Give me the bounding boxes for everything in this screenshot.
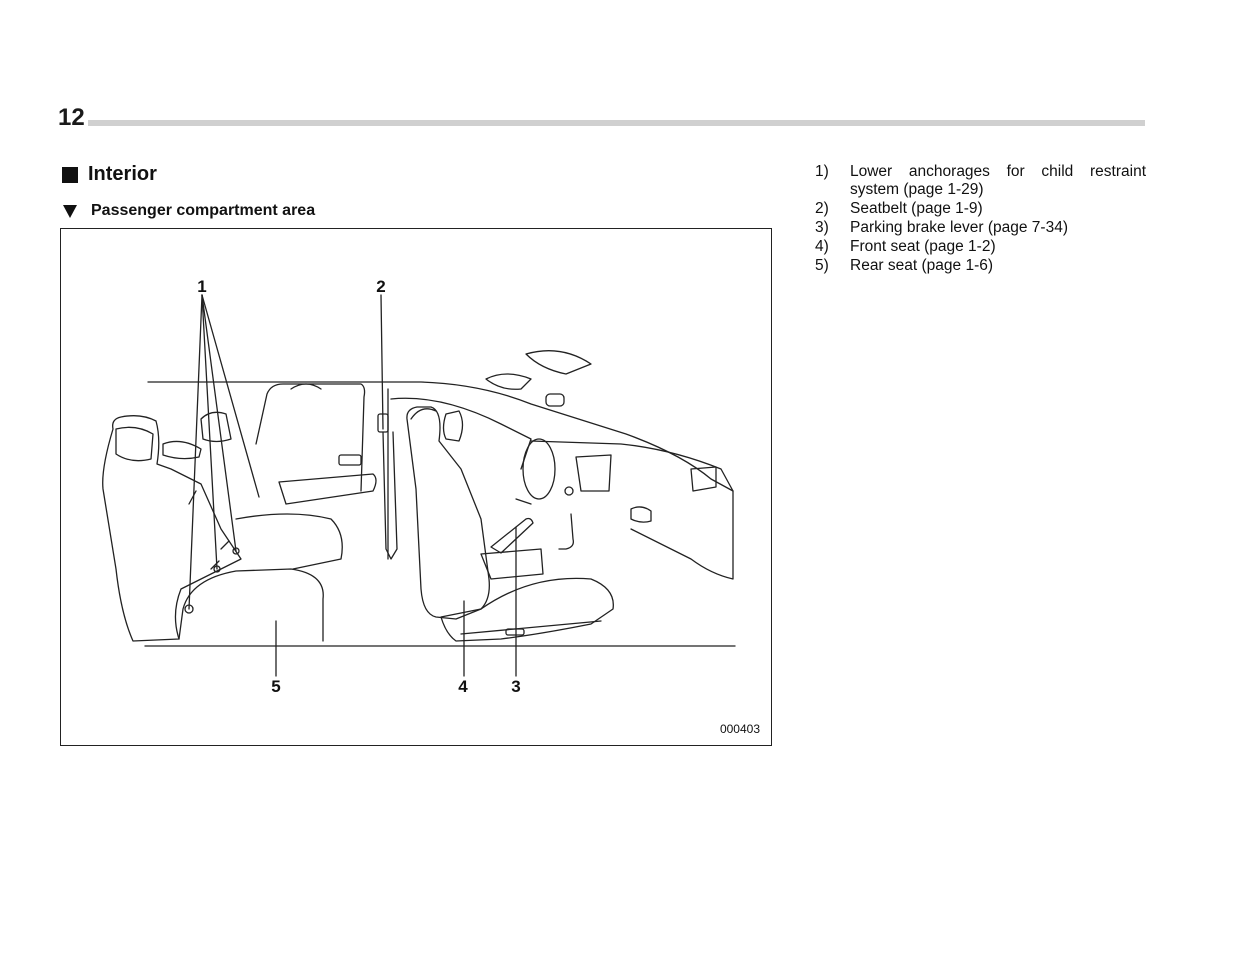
legend-text: Rear seat (page 1-6) <box>850 257 994 274</box>
section-title: Interior <box>88 163 157 185</box>
front-seat-cushion <box>440 577 614 642</box>
interior-illustration: 1 2 3 4 5 <box>102 277 736 696</box>
triangle-bullet-icon <box>63 204 77 218</box>
legend-item: 1) Lower anchorages for child restraint … <box>815 163 1146 199</box>
legend-number: 3) <box>815 219 829 236</box>
front-headrest <box>410 408 437 420</box>
parking-brake-lever-shape <box>490 517 534 554</box>
rear-seat-side <box>235 513 343 570</box>
callout-4: 4 <box>458 677 468 696</box>
center-console <box>480 548 544 580</box>
grab-handle <box>290 383 322 390</box>
leader-1c <box>201 294 237 552</box>
legend-list: 1) Lower anchorages for child restraint … <box>815 163 1146 276</box>
subsection-heading: Passenger compartment area <box>62 202 315 220</box>
dashboard <box>530 440 734 580</box>
leader-1b <box>201 294 218 570</box>
legend-text: Lower anchorages for child restraint sys… <box>850 163 1146 198</box>
seat-adjuster <box>505 628 525 636</box>
page-number: 12 <box>58 104 85 131</box>
legend-number: 5) <box>815 257 829 274</box>
legend-number: 2) <box>815 200 829 217</box>
legend-item: 5) Rear seat (page 1-6) <box>815 257 1146 275</box>
figure-code: 000403 <box>719 722 760 736</box>
glovebox-latch <box>630 506 652 523</box>
air-vent <box>690 466 717 492</box>
callout-1: 1 <box>197 277 206 296</box>
leader-1a <box>188 294 203 610</box>
leader-1d <box>201 294 260 498</box>
callout-5: 5 <box>271 677 280 696</box>
header-rule <box>88 120 1145 126</box>
callout-2: 2 <box>376 277 385 296</box>
rear-door-frame <box>255 383 366 492</box>
front-headrest-cushion <box>442 410 464 442</box>
steering-wheel <box>522 438 556 500</box>
front-seat-back <box>406 406 490 620</box>
legend-item: 3) Parking brake lever (page 7-34) <box>815 219 1146 237</box>
seatbelt-strap <box>382 431 398 560</box>
rear-seat-back-outer <box>102 415 242 642</box>
legend-item: 2) Seatbelt (page 1-9) <box>815 200 1146 218</box>
legend-text: Parking brake lever (page 7-34) <box>850 219 1068 236</box>
rear-headrest-center <box>162 440 202 460</box>
subsection-title: Passenger compartment area <box>91 202 316 219</box>
rear-door-handle <box>338 454 362 466</box>
section-heading: Interior <box>62 163 157 186</box>
rear-seat-cushion <box>178 568 324 642</box>
callout-3: 3 <box>511 677 520 696</box>
rearview-mirror <box>545 393 565 407</box>
legend-text: Seatbelt (page 1-9) <box>850 200 983 217</box>
steering-column <box>515 498 532 505</box>
rear-headrest <box>115 426 154 462</box>
rear-door-armrest <box>278 473 377 505</box>
knob <box>564 486 574 496</box>
roof-line <box>147 381 734 492</box>
legend-text: Front seat (page 1-2) <box>850 238 996 255</box>
square-bullet-icon <box>62 166 78 183</box>
seat-rail <box>460 620 602 635</box>
sunvisor <box>525 350 592 375</box>
overhead-console <box>485 373 532 390</box>
legend-number: 1) <box>815 163 829 180</box>
legend-item: 4) Front seat (page 1-2) <box>815 238 1146 256</box>
front-door-frame <box>390 397 532 470</box>
anchorage-marks <box>188 490 230 570</box>
leader-2 <box>380 294 384 430</box>
shift-lever <box>558 513 574 550</box>
center-console-display <box>575 454 612 492</box>
legend-number: 4) <box>815 238 829 255</box>
interior-figure: 1 2 3 4 5 000403 <box>60 228 772 746</box>
rear-headrest-right <box>200 411 232 443</box>
